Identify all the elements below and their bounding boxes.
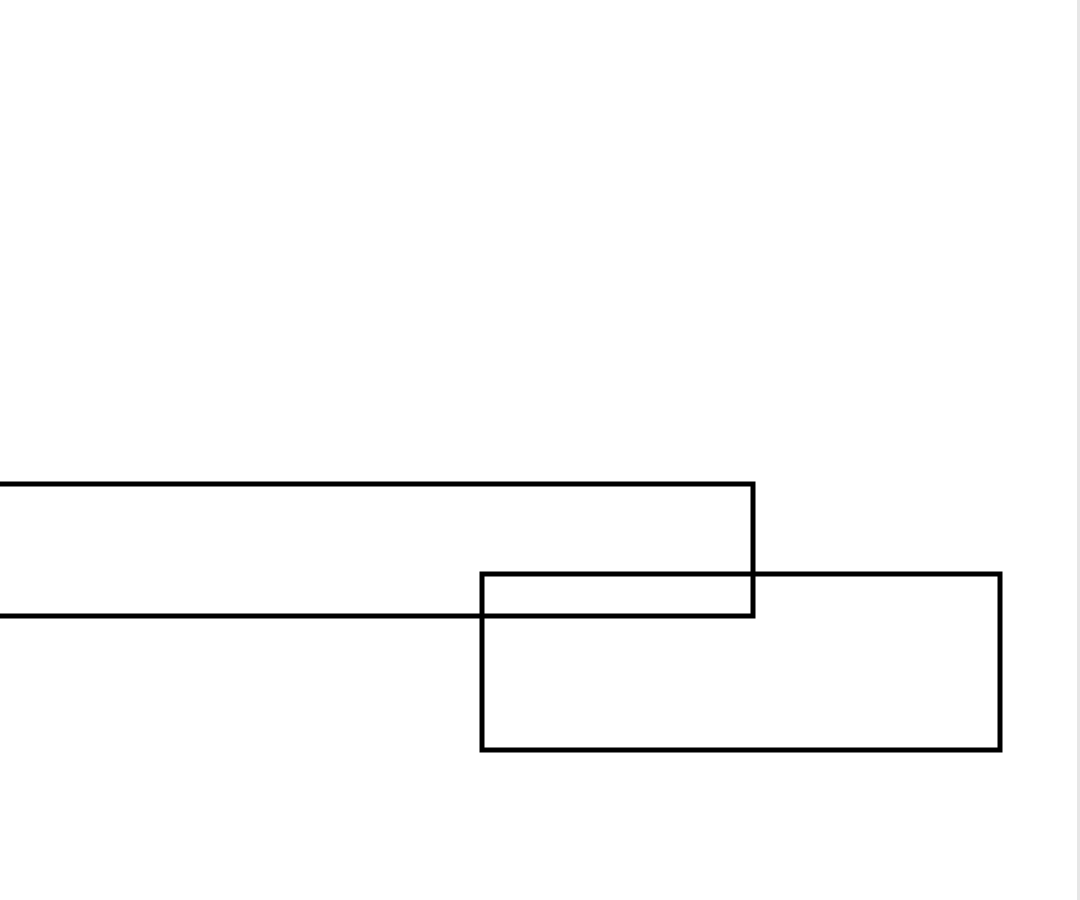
page-edge — [1077, 0, 1080, 900]
rectangle-right — [479, 571, 1003, 753]
rectangle-left — [0, 481, 756, 619]
